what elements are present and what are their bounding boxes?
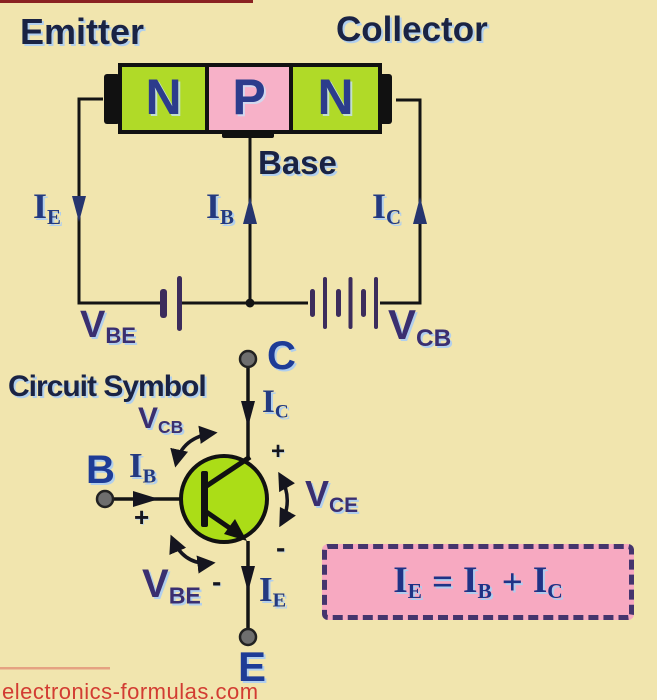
emitter-electrode-bar <box>104 74 120 124</box>
vbe-battery-symbol <box>160 276 182 331</box>
minus-sign-emitter: - <box>276 532 286 563</box>
vcb-battery-symbol <box>310 277 378 329</box>
collector-label: Collector <box>336 10 488 49</box>
ic-arrowhead-down <box>241 401 255 427</box>
vbe-label: VBE <box>80 304 136 349</box>
n-region-right <box>289 63 382 134</box>
ib-arrow-up <box>243 197 257 224</box>
ib-symbol-label: IB <box>129 446 157 488</box>
base-terminal-dot <box>95 489 115 509</box>
vbe-symbol-label: VBE <box>142 562 201 609</box>
collector-terminal-label: C <box>267 334 296 378</box>
formula-ic: IC <box>532 559 563 603</box>
top-red-line <box>0 0 253 3</box>
base-current-arrowhead <box>133 491 159 507</box>
p-region-letter: P <box>232 69 266 125</box>
vce-symbol-label: VCE <box>305 473 359 517</box>
ie-symbol-label: IE <box>259 570 287 612</box>
current-formula-box: IE = IB + IC <box>322 544 634 620</box>
base-terminal-label: B <box>86 448 115 492</box>
ib-label: IB <box>206 186 234 229</box>
ie-arrowhead-down <box>241 566 255 592</box>
transistor-circle <box>179 454 269 544</box>
emitter-terminal-label: E <box>238 643 267 690</box>
formula-equals: = <box>431 561 454 603</box>
ic-arrow-up <box>413 197 427 224</box>
emitter-arrowhead <box>224 519 247 541</box>
transistor-collector-branch <box>203 454 252 490</box>
vbe-curved-arrow <box>169 534 216 574</box>
n-region-left <box>118 63 209 134</box>
wire-junction-dot <box>245 298 255 308</box>
base-label: Base <box>258 144 337 181</box>
circuit-symbol-title: Circuit Symbol <box>8 370 207 403</box>
vcb-curved-arrow <box>170 425 218 468</box>
collector-terminal-dot <box>238 349 258 369</box>
n-region-letter-right: N <box>317 69 354 125</box>
vcb-symbol-label: VCB <box>138 402 184 437</box>
ie-label: IE <box>33 186 61 229</box>
ic-label: IC <box>372 186 402 229</box>
emitter-terminal-dot <box>238 627 258 647</box>
formula-ib: IB <box>463 559 492 603</box>
formula-ie: IE <box>393 559 422 603</box>
n-region-letter-left: N <box>145 69 182 125</box>
bottom-red-line <box>0 667 110 670</box>
vcb-label: VCB <box>388 301 452 352</box>
plus-sign-collector: + <box>271 438 286 465</box>
plus-sign-base: + <box>134 502 150 532</box>
formula-plus: + <box>501 561 523 603</box>
watermark-text: electronics-formulas.com <box>2 679 259 700</box>
minus-sign-vbe: - <box>212 566 222 597</box>
ic-symbol-label: IC <box>262 384 289 423</box>
emitter-label: Emitter <box>20 11 145 52</box>
vce-curved-arrow <box>278 471 296 528</box>
ie-arrow-down <box>72 196 86 222</box>
transistor-base-bar <box>201 471 208 527</box>
